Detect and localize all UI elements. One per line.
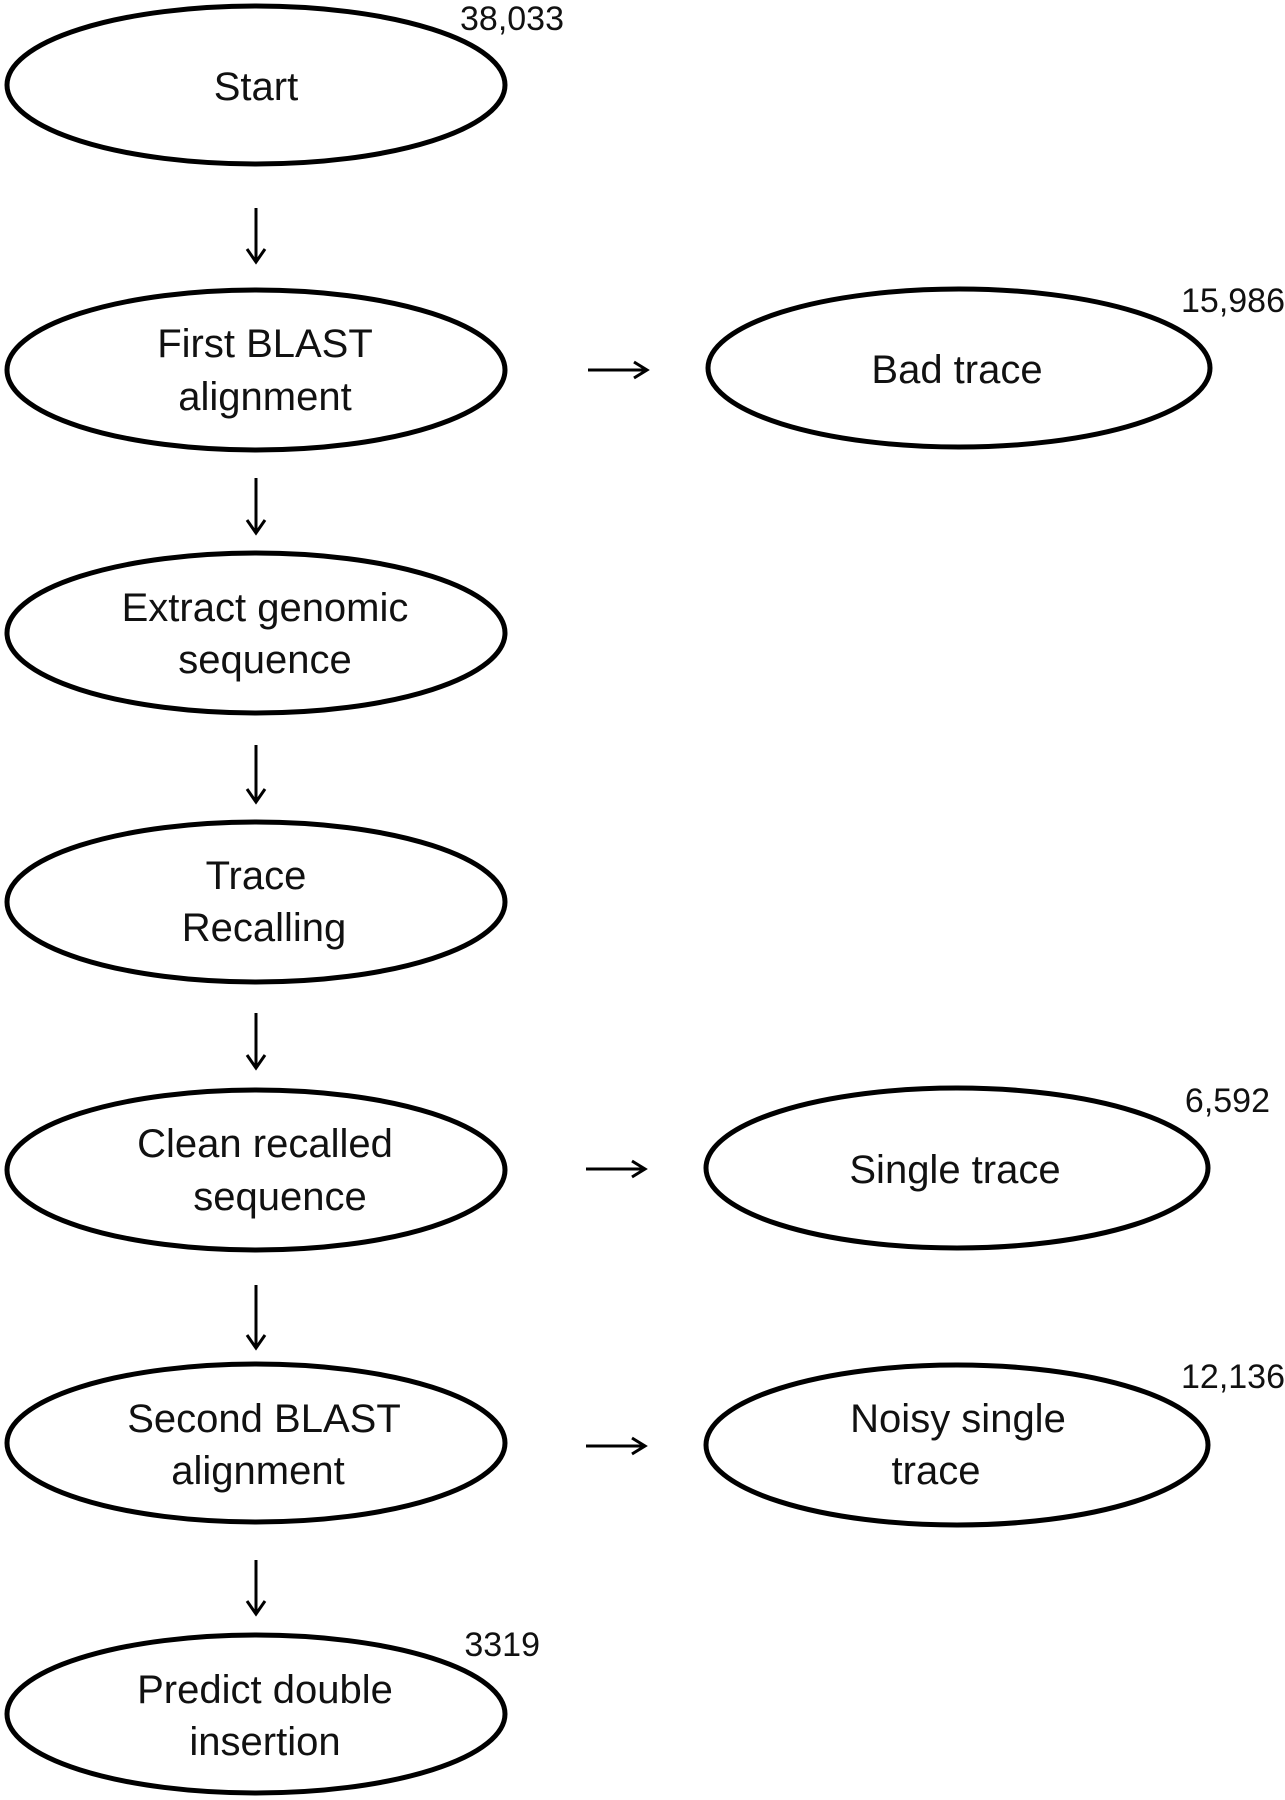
node-first-blast-label-2: alignment	[178, 375, 351, 419]
node-extract-genomic-label-1: Extract genomic	[122, 586, 409, 630]
node-bad-trace: Bad trace	[705, 286, 1213, 450]
node-single-trace-label: Single trace	[849, 1148, 1060, 1192]
node-noisy-single-label-2: trace	[892, 1449, 981, 1493]
node-start-shape	[4, 3, 508, 167]
arrow-right-1	[588, 360, 650, 380]
node-extract-genomic-label-2: sequence	[178, 638, 351, 682]
arrow-down-5	[245, 1285, 267, 1351]
node-noisy-single-shape	[703, 1362, 1211, 1528]
node-second-blast: Second BLAST alignment	[4, 1361, 508, 1525]
count-start: 38,033	[460, 0, 564, 38]
count-single-trace: 6,592	[1185, 1082, 1270, 1120]
node-second-blast-label-1: Second BLAST	[127, 1397, 401, 1441]
node-trace-recalling-label-1: Trace	[206, 854, 307, 898]
node-noisy-single-label-1: Noisy single	[850, 1397, 1066, 1441]
node-clean-recalled-label-1: Clean recalled	[137, 1122, 393, 1166]
node-second-blast-shape	[4, 1361, 508, 1525]
count-bad-trace: 15,986	[1181, 282, 1285, 320]
arrow-down-2	[245, 478, 267, 536]
node-trace-recalling: Trace Recalling	[4, 819, 508, 985]
node-single-trace-shape	[703, 1085, 1211, 1251]
node-bad-trace-label: Bad trace	[871, 348, 1042, 392]
node-clean-recalled: Clean recalled sequence	[4, 1087, 508, 1253]
node-clean-recalled-label-2: sequence	[193, 1175, 366, 1219]
node-bad-trace-shape	[705, 286, 1213, 450]
node-noisy-single: Noisy single trace	[703, 1362, 1211, 1528]
node-extract-genomic: Extract genomic sequence	[4, 550, 508, 716]
node-predict-double-shape	[4, 1632, 508, 1796]
node-first-blast-label-1: First BLAST	[157, 322, 373, 366]
node-clean-recalled-shape	[4, 1087, 508, 1253]
arrow-down-6	[245, 1560, 267, 1617]
arrow-right-3	[586, 1436, 648, 1456]
count-predict-double: 3319	[464, 1626, 540, 1664]
node-trace-recalling-shape	[4, 819, 508, 985]
node-predict-double: Predict double insertion	[4, 1632, 508, 1796]
node-start-label: Start	[214, 65, 298, 109]
node-first-blast: First BLAST alignment	[4, 287, 508, 453]
arrow-down-4	[245, 1013, 267, 1071]
node-predict-double-label-2: insertion	[189, 1720, 340, 1764]
arrow-down-3	[245, 745, 267, 805]
arrow-right-2	[586, 1159, 648, 1179]
node-trace-recalling-label-2: Recalling	[182, 906, 347, 950]
node-extract-genomic-shape	[4, 550, 508, 716]
node-single-trace: Single trace	[703, 1085, 1211, 1251]
node-predict-double-label-1: Predict double	[137, 1668, 393, 1712]
node-start: Start	[4, 3, 508, 167]
node-second-blast-label-2: alignment	[171, 1449, 344, 1493]
node-first-blast-shape	[4, 287, 508, 453]
count-noisy-single: 12,136	[1181, 1358, 1285, 1396]
arrow-down-1	[245, 208, 267, 265]
